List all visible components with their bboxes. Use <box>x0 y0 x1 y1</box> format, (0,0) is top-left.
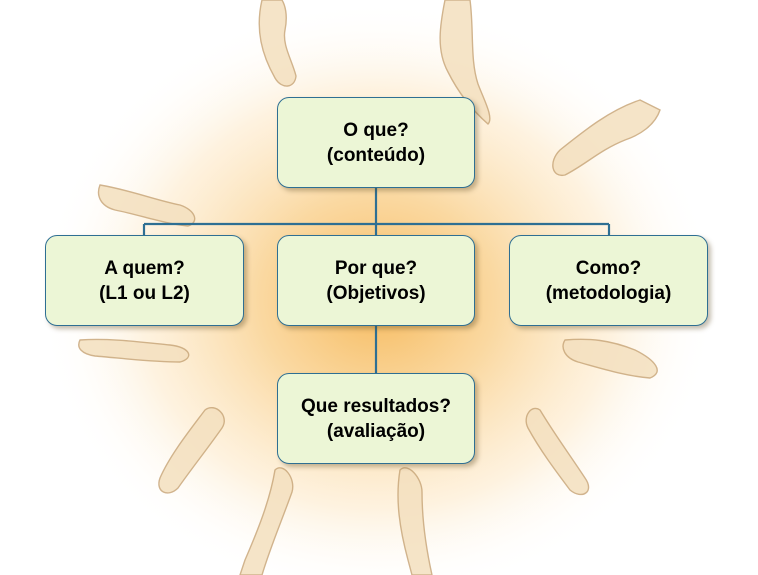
node-content-subtitle: (conteúdo) <box>326 144 426 166</box>
hands-circle-icon <box>78 0 661 575</box>
node-methodology: Como? (metodologia) <box>509 235 708 326</box>
node-evaluation-subtitle: (avaliação) <box>326 420 426 442</box>
node-content-title: O que? <box>343 119 409 141</box>
node-objectives-subtitle: (Objetivos) <box>326 282 426 304</box>
node-methodology-title: Como? <box>575 257 642 279</box>
node-content: O que? (conteúdo) <box>277 97 475 188</box>
connectors <box>142 188 611 373</box>
node-objectives: Por que? (Objetivos) <box>277 235 475 326</box>
node-methodology-subtitle: (metodologia) <box>545 282 672 304</box>
node-audience-subtitle: (L1 ou L2) <box>99 282 190 304</box>
node-evaluation-title: Que resultados? <box>301 395 451 417</box>
node-evaluation: Que resultados? (avaliação) <box>277 373 475 464</box>
node-audience: A quem? (L1 ou L2) <box>45 235 244 326</box>
node-objectives-title: Por que? <box>334 257 418 279</box>
node-audience-title: A quem? <box>104 257 185 279</box>
